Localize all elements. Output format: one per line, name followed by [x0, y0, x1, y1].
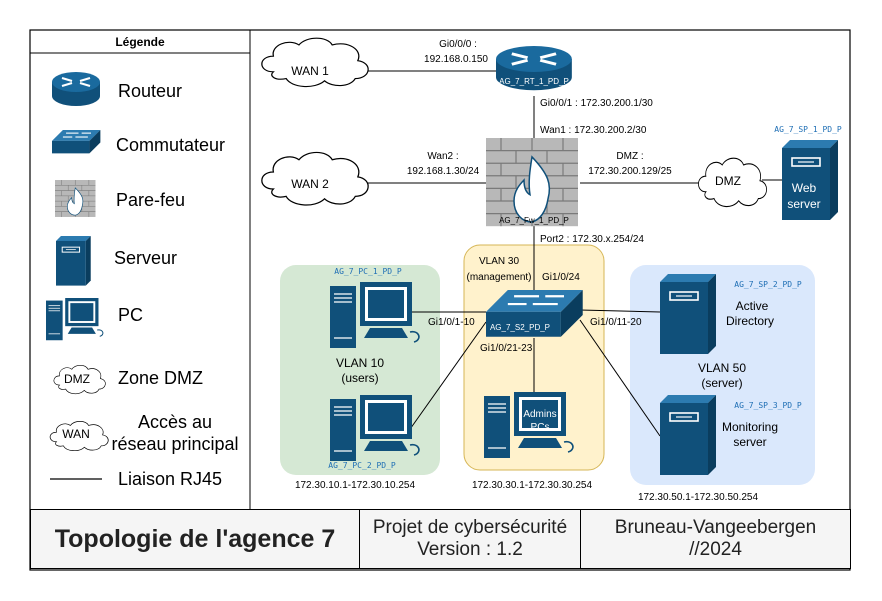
wan1-cloud-icon: [261, 37, 369, 88]
router-gi000-line1: Gi0/0/0 :: [439, 39, 477, 50]
legend: Légende Routeur Commutateur Pare-feu Ser…: [45, 35, 239, 489]
router-gi000-line2: 192.168.0.150: [424, 54, 488, 65]
legend-switch-label: Commutateur: [116, 135, 225, 155]
legend-firewall-label: Pare-feu: [116, 190, 185, 210]
link-switch-ad: [579, 309, 661, 313]
vlan10-subtitle: (users): [341, 371, 378, 385]
pc1-name: AG_7_PC_1_PD_P: [334, 267, 402, 276]
web-server-label-line2: server: [787, 197, 820, 211]
legend-router-label: Routeur: [118, 81, 182, 101]
firewall-wan2-line2: 192.168.1.30/24: [407, 166, 480, 177]
firewall-wan2-line1: Wan2 :: [427, 151, 458, 162]
pc2-name: AG_7_PC_2_PD_P: [328, 461, 396, 470]
monitoring-server-label-line1: Monitoring: [722, 420, 778, 434]
footer-title: Topologie de l'agence 7: [54, 524, 336, 553]
web-server-name: AG_7_SP_1_PD_P: [774, 125, 842, 134]
firewall-icon: [485, 137, 579, 227]
switch-name: AG_7_S2_PD_P: [490, 323, 550, 332]
vlan50-range: 172.30.50.1-172.30.50.254: [638, 492, 759, 503]
switch-port-left: Gi1/0/1-10: [428, 317, 475, 328]
outer-frame: [29, 29, 851, 571]
legend-dmz-cloud-text: DMZ: [64, 372, 90, 386]
legend-wan-label-line2: réseau principal: [111, 434, 238, 454]
ad-server-name: AG_7_SP_2_PD_P: [734, 280, 802, 289]
admin-pcs-label-line2: PCs: [531, 422, 550, 433]
vlan30-subtitle: (management): [466, 272, 531, 283]
monitoring-server-label-line2: server: [733, 435, 766, 449]
footer-author-line2: //2024: [689, 539, 742, 560]
legend-firewall-icon: [54, 179, 96, 218]
admin-pcs-label-line1: Admins: [523, 409, 556, 420]
legend-pc-label: PC: [118, 305, 143, 325]
link-switch-monitoring: [579, 319, 661, 437]
router-name: AG_7_RT_1_PD_P: [499, 77, 569, 86]
legend-server-label: Serveur: [114, 248, 177, 268]
web-server-label-line1: Web: [792, 181, 817, 195]
footer-project-cell: Projet de cybersécurité Version : 1.2: [359, 509, 581, 569]
footer-author-line1: Bruneau-Vangeebergen: [614, 517, 817, 538]
dmz-cloud-label: DMZ: [715, 174, 741, 188]
legend-rj45-label: Liaison RJ45: [118, 469, 222, 489]
rj45-links: [358, 70, 782, 437]
vlan50-title: VLAN 50: [698, 361, 746, 375]
monitoring-server-name: AG_7_SP_3_PD_P: [734, 401, 802, 410]
wan1-label: WAN 1: [291, 64, 329, 78]
vlan10-title: VLAN 10: [336, 356, 384, 370]
footer-author-cell: Bruneau-Vangeebergen //2024: [580, 509, 851, 569]
firewall-port2: Port2 : 172.30.x.254/24: [540, 234, 644, 245]
legend-switch-icon: [51, 129, 101, 154]
footer-project-line2: Version : 1.2: [417, 539, 523, 560]
firewall-dmz-line1: DMZ :: [616, 151, 643, 162]
router-gi001: Gi0/0/1 : 172.30.200.1/30: [540, 98, 653, 109]
legend-server-icon: [55, 235, 92, 287]
legend-pc-icon: [45, 297, 104, 341]
firewall-dmz-line2: 172.30.200.129/25: [588, 166, 672, 177]
switch-port-bottom: Gi1/0/21-23: [480, 343, 533, 354]
legend-title: Légende: [115, 35, 165, 49]
switch-port-top: Gi1/0/24: [542, 272, 580, 283]
legend-wan-label-line1: Accès au: [138, 412, 212, 432]
ad-server-icon: [659, 273, 717, 355]
vlan50-subtitle: (server): [701, 376, 742, 390]
footer-title-cell: Topologie de l'agence 7: [30, 509, 360, 569]
switch-port-right: Gi1/0/11-20: [590, 317, 642, 328]
vlan10-range: 172.30.10.1-172.30.10.254: [295, 480, 416, 491]
ad-server-label-line1: Active: [736, 299, 769, 313]
wan2-label: WAN 2: [291, 177, 329, 191]
firewall-name: AG_7_Fw_1_PD_P: [499, 216, 569, 225]
legend-router-icon: [50, 70, 102, 108]
legend-wan-cloud-text: WAN: [62, 427, 90, 441]
vlan30-range: 172.30.30.1-172.30.30.254: [472, 480, 593, 491]
vlan50-zone: [630, 265, 815, 485]
monitoring-server-icon: [659, 394, 717, 476]
footer-project-line1: Projet de cybersécurité: [372, 517, 568, 538]
ad-server-label-line2: Directory: [726, 314, 774, 328]
vlan30-title: VLAN 30: [479, 256, 519, 267]
legend-dmz-label: Zone DMZ: [118, 368, 203, 388]
firewall-wan1: Wan1 : 172.30.200.2/30: [540, 125, 647, 136]
link-switch-pc2: [407, 321, 487, 433]
